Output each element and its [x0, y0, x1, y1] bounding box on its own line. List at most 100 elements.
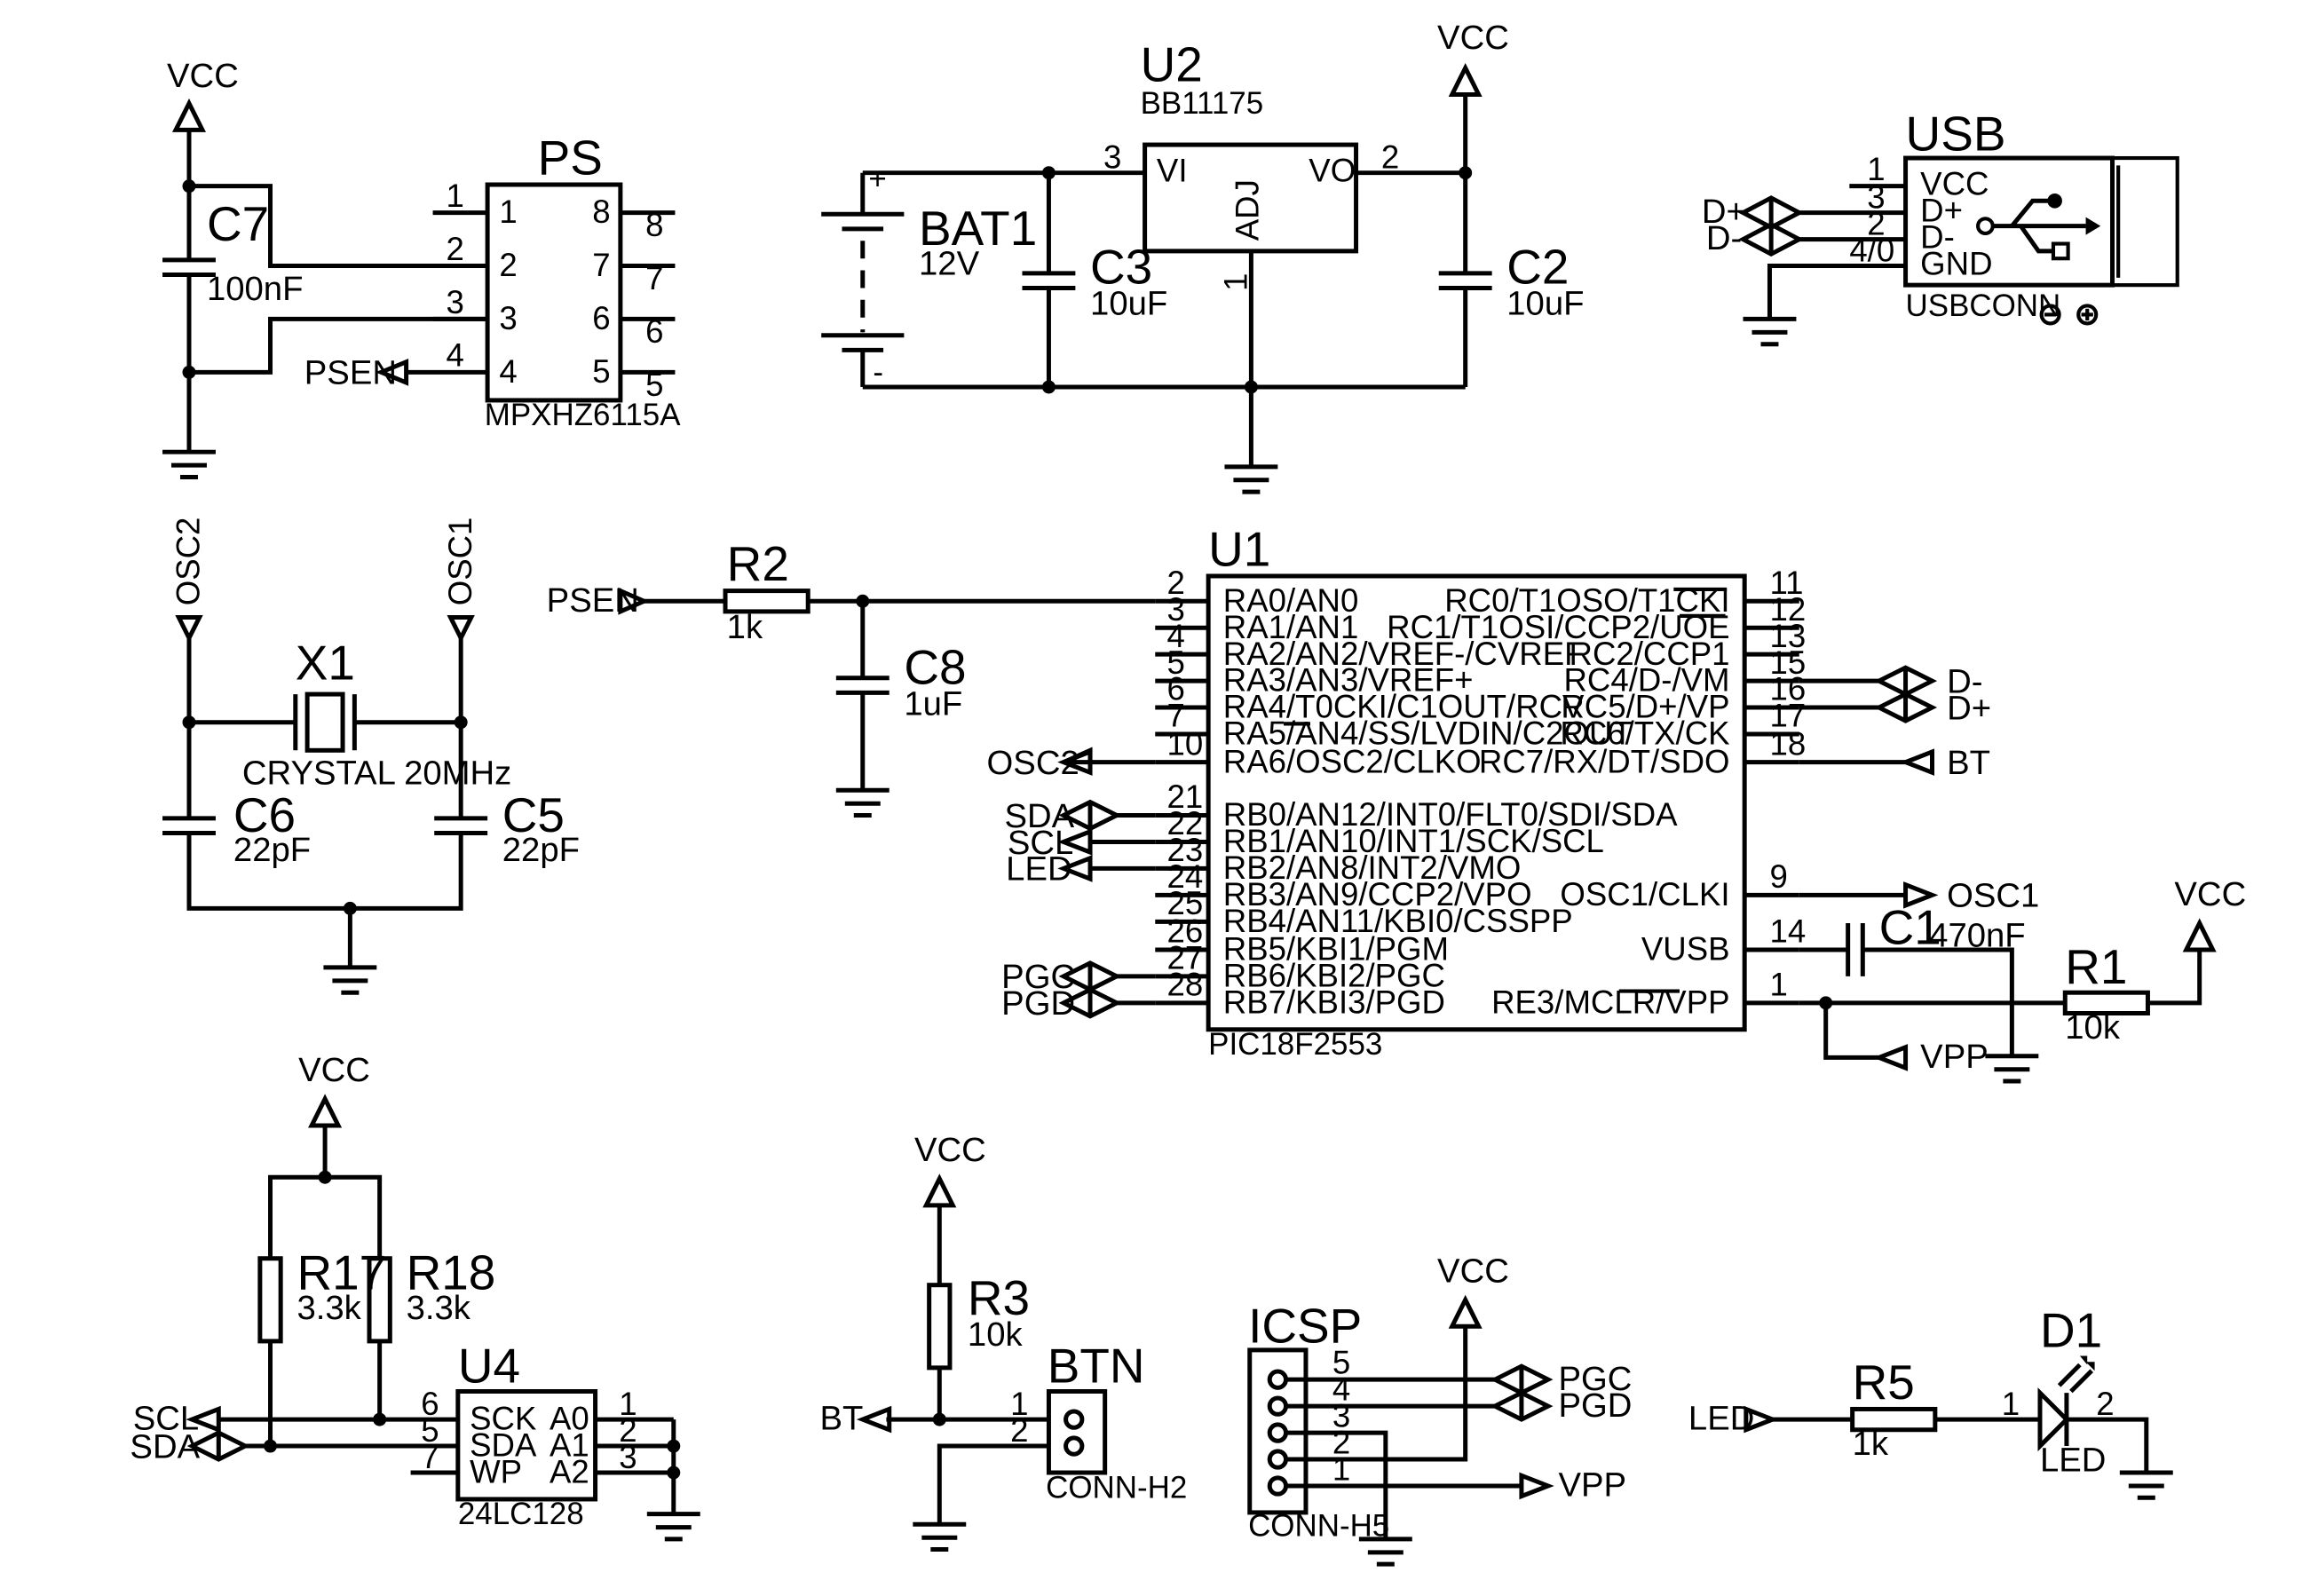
d1-ref: D1 — [2040, 1303, 2102, 1358]
u1-pin-name: RE3/MCLR/VPP — [1491, 984, 1729, 1021]
icsp-section: ICSP CONN-H5 5 4 3 2 1 PGC PGD VCC VPP — [1247, 1252, 1632, 1567]
usb-connector: USB USBCONN VCC D+ D- GND 1 3 2 4/0 — [1702, 107, 2179, 347]
r17-ref: R17 — [297, 1245, 386, 1300]
svg-text:OSC1: OSC1 — [442, 518, 478, 606]
u1-pin-number: 14 — [1769, 913, 1806, 950]
svg-text:VPP: VPP — [1559, 1466, 1627, 1505]
svg-text:2: 2 — [499, 247, 517, 283]
psen-label: PSEN — [304, 354, 397, 392]
svg-text:5: 5 — [645, 367, 663, 403]
c6-ref: C6 — [233, 787, 296, 842]
usb-logo-icon — [1976, 193, 2101, 261]
usb-ref: USB — [1906, 107, 2006, 162]
svg-text:8: 8 — [645, 207, 663, 243]
u1-pin-number: 18 — [1769, 725, 1806, 762]
svg-text:SCL: SCL — [1008, 824, 1073, 862]
svg-text:VCC: VCC — [1437, 1252, 1509, 1290]
u1-pin-name: RB0/AN12/INT0/FLT0/SDI/SDA — [1223, 796, 1678, 833]
regulator-section: U2 BB11175 VI VO ADJ 3 2 1 + - BAT1 12V … — [821, 19, 1584, 494]
u1-pin-number: 4 — [1167, 618, 1185, 654]
u2-ref: U2 — [1141, 37, 1203, 92]
vcc-label: VCC — [167, 57, 239, 95]
svg-text:LED: LED — [1006, 850, 1071, 889]
u1-pin-number: 16 — [1769, 671, 1806, 707]
u1-pin-name: RB3/AN9/CCP2/VPO — [1223, 876, 1532, 913]
u1-chip — [1206, 573, 1747, 1032]
svg-text:PGC: PGC — [1001, 958, 1075, 996]
u1-pin-number: 22 — [1167, 805, 1204, 841]
svg-text:3: 3 — [1103, 139, 1121, 176]
eeprom-section: VCC R17 3.3k R18 3.3k SCL SDA U4 24LC128… — [130, 1051, 700, 1542]
svg-text:D-: D- — [1947, 662, 1982, 700]
svg-text:5: 5 — [592, 353, 610, 390]
svg-text:1: 1 — [619, 1386, 637, 1422]
u1-pin-name: RA4/T0CKI/C1OUT/RCV — [1223, 689, 1585, 725]
c7-ref: C7 — [207, 196, 269, 251]
c3-value: 10uF — [1090, 284, 1167, 322]
u1-pin-number: 5 — [1167, 644, 1185, 681]
svg-text:VO: VO — [1309, 153, 1356, 189]
svg-text:A1: A1 — [550, 1427, 589, 1464]
u1-pin-name: RA1/AN1 — [1223, 609, 1359, 645]
svg-text:7: 7 — [592, 247, 610, 283]
u1-pin-name: RB4/AN11/KBI0/CSSPP — [1223, 903, 1573, 939]
svg-text:WP: WP — [470, 1454, 522, 1490]
u1-pin-number: 13 — [1769, 618, 1806, 654]
svg-text:1: 1 — [2002, 1386, 2020, 1422]
svg-text:6: 6 — [645, 313, 663, 350]
u1-pin-name: RC7/RX/DT/SDO — [1479, 743, 1730, 779]
svg-text:1: 1 — [1867, 151, 1885, 187]
svg-text:OSC2: OSC2 — [170, 518, 207, 606]
svg-text:2: 2 — [447, 231, 464, 267]
u1-pin-name: VUSB — [1641, 931, 1730, 968]
u1-pin-number: 2 — [1167, 565, 1185, 601]
ps-ref: PS — [538, 130, 603, 185]
svg-text:D+: D+ — [1947, 689, 1991, 727]
svg-text:3: 3 — [499, 300, 517, 336]
svg-text:VCC: VCC — [914, 1131, 986, 1169]
btn-connector — [1046, 1388, 1108, 1475]
usb-ground-icons — [2039, 304, 2099, 326]
ps-chip — [485, 182, 623, 403]
u1-pin-number: 1 — [1769, 967, 1787, 1003]
r3-value: 10k — [968, 1316, 1024, 1354]
svg-text:1: 1 — [1217, 273, 1253, 290]
u1-pin-name: RC4/D-/VM — [1563, 662, 1729, 699]
psen-filter: PSEN R2 1k C8 1uF — [547, 536, 1156, 818]
u1-pin-name: OSC1/CLKI — [1560, 876, 1729, 913]
r17-value: 3.3k — [297, 1289, 361, 1327]
svg-text:BT: BT — [820, 1400, 864, 1438]
btn-part: CONN-H2 — [1046, 1470, 1187, 1505]
c8-value: 1uF — [904, 684, 962, 723]
r18-value: 3.3k — [407, 1289, 471, 1327]
c8-ref: C8 — [904, 639, 966, 694]
r2-ref: R2 — [727, 536, 789, 591]
svg-text:7: 7 — [421, 1439, 439, 1475]
c1-value: 470nF — [1929, 917, 2026, 955]
svg-text:7: 7 — [645, 260, 663, 296]
svg-text:D+: D+ — [1920, 193, 1963, 229]
u1-pin-number: 6 — [1167, 671, 1185, 707]
u1-pin-name: RC1/T1OSI/CCP2/UOE — [1387, 609, 1729, 645]
bat1-ref: BAT1 — [919, 201, 1037, 256]
u1-pin-name: RA0/AN0 — [1223, 582, 1359, 619]
svg-text:OSC2: OSC2 — [987, 744, 1079, 782]
u2-part: BB11175 — [1141, 86, 1264, 121]
svg-text:SDA: SDA — [470, 1427, 537, 1464]
c2-value: 10uF — [1506, 284, 1584, 322]
svg-text:3: 3 — [447, 284, 464, 320]
svg-text:6: 6 — [592, 300, 610, 336]
u1-pin-name: RB7/KBI3/PGD — [1223, 984, 1445, 1021]
svg-text:VI: VI — [1157, 153, 1188, 189]
u1-pin-number: 9 — [1769, 858, 1787, 895]
u1-pin-name: RA6/OSC2/CLKO — [1223, 743, 1482, 779]
svg-text:D-: D- — [1706, 219, 1742, 257]
oscillator-section: OSC2 OSC1 X1 CRYSTAL 20MHz C6 22pF C5 22… — [162, 518, 580, 995]
r5-ref: R5 — [1853, 1355, 1915, 1410]
u1-pin-number: 27 — [1167, 940, 1204, 976]
r18-ref: R18 — [407, 1245, 496, 1300]
u1-pin-number: 23 — [1167, 832, 1204, 868]
svg-text:A2: A2 — [550, 1454, 589, 1490]
